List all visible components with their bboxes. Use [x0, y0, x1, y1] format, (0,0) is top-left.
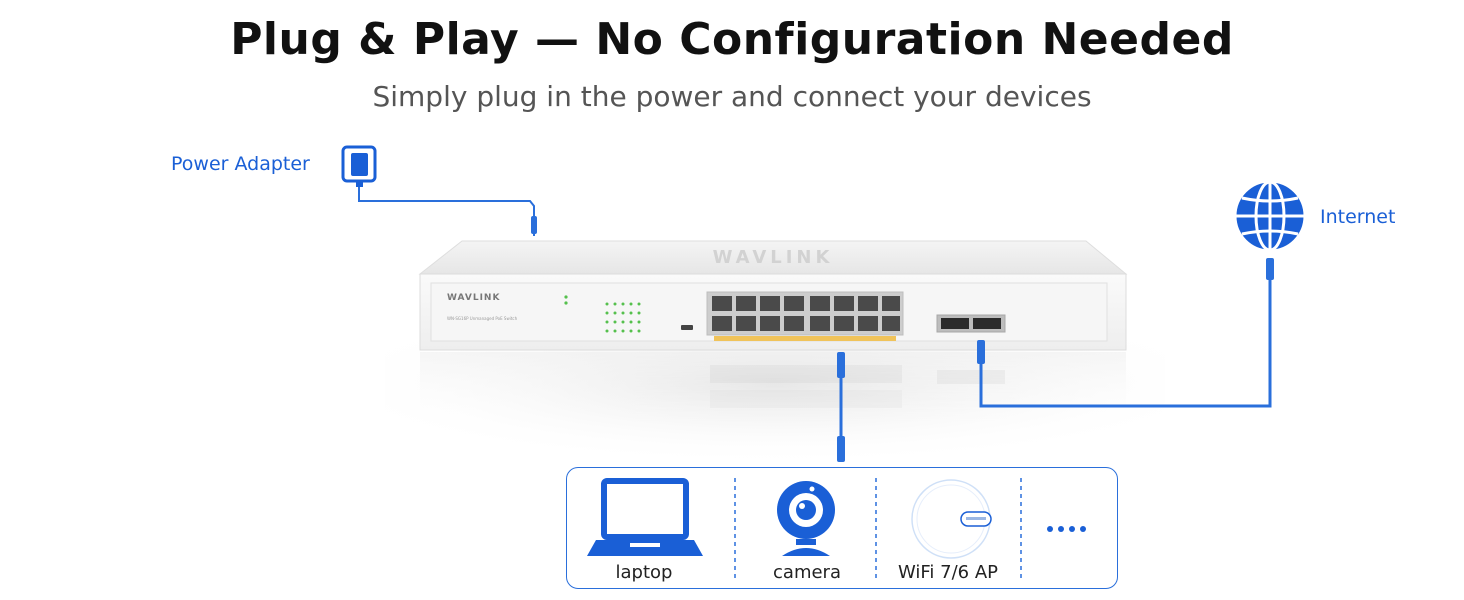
page-subtitle: Simply plug in the power and connect you…: [372, 80, 1092, 113]
device-label-laptop: laptop: [615, 562, 673, 583]
uplink-cable: [979, 268, 1272, 408]
globe-icon: [1235, 180, 1305, 252]
power-adapter-icon: [341, 145, 377, 187]
switch-brand: WAVLINK: [447, 293, 500, 303]
sfp-ports: [936, 314, 1006, 333]
switch-model: WN-SG16P Unmanaged PoE Switch: [447, 316, 518, 321]
access-point-icon: [911, 479, 992, 559]
device-plug-bottom: [837, 436, 845, 462]
power-adapter-label: Power Adapter: [171, 153, 310, 175]
switch-reflection: [420, 352, 1126, 422]
device-plug-top: [837, 352, 845, 378]
uplink-plug-switch: [977, 340, 985, 364]
rj45-ports: [706, 291, 904, 341]
device-dividers: [734, 478, 1022, 580]
more-icon: [1047, 526, 1086, 532]
power-plug: [531, 216, 537, 234]
device-label-ap: WiFi 7/6 AP: [897, 562, 999, 583]
uplink-plug-top: [1266, 258, 1274, 280]
camera-icon: [777, 481, 835, 556]
page-title: Plug & Play — No Configuration Needed: [230, 14, 1234, 65]
internet-label: Internet: [1320, 206, 1396, 228]
mode-switch: [681, 325, 693, 330]
laptop-icon: [587, 478, 703, 556]
svg-text:WAVLINK: WAVLINK: [713, 247, 834, 268]
network-switch: WAVLINK WAVLINK WN-SG16P Unmanaged PoE S…: [418, 240, 1128, 351]
status-leds: [564, 295, 641, 333]
device-label-camera: camera: [773, 562, 841, 583]
